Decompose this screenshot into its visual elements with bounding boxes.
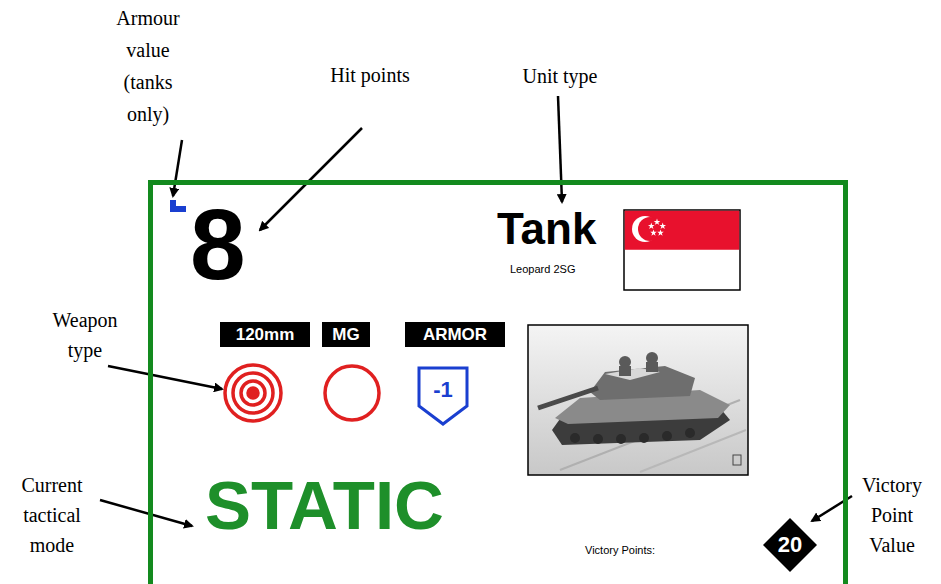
weapon-tag-text: ARMOR bbox=[405, 322, 505, 347]
armour-mark bbox=[170, 200, 186, 212]
callout-hit-points: Hit points bbox=[330, 60, 410, 90]
callout-tactical-mode: Current tactical mode bbox=[2, 470, 102, 560]
shield-shape bbox=[419, 368, 467, 424]
callout-unit-type: Unit type bbox=[500, 62, 620, 90]
callout-weapon-type: Weapon type bbox=[40, 305, 130, 365]
cannon-target-symbol bbox=[225, 365, 281, 421]
diamond-shape bbox=[763, 518, 817, 572]
armor-shield-span: -1 bbox=[433, 379, 453, 401]
armor-shield: -1 bbox=[416, 365, 470, 427]
victory-points-caption: Victory Points: bbox=[585, 545, 655, 556]
tank-photo bbox=[528, 325, 748, 475]
weapon-tag: ARMOR bbox=[405, 322, 505, 347]
weapon-tag-span: ARMOR bbox=[423, 326, 487, 343]
callout-victory-points: Victory Point Value bbox=[846, 470, 938, 560]
unit-model: Leopard 2SG bbox=[510, 264, 575, 275]
weapon-tag-text: MG bbox=[322, 322, 370, 347]
tactical-mode: STATIC bbox=[205, 471, 444, 540]
hit-points-value: 8 bbox=[190, 194, 246, 294]
weapon-tag-span: 120mm bbox=[236, 326, 295, 343]
weapon-tag: MG bbox=[322, 322, 370, 347]
callout-armour: Armour value (tanks only) bbox=[110, 2, 186, 130]
victory-diamond-span: 20 bbox=[778, 534, 802, 556]
unit-type: Tank bbox=[497, 207, 596, 251]
weapon-tag-span: MG bbox=[332, 326, 359, 343]
mg-symbol bbox=[325, 366, 379, 420]
weapon-tag-text: 120mm bbox=[220, 322, 310, 347]
armor-shield-text: -1 bbox=[416, 365, 470, 427]
unit-card: 8 TankLeopard 2SG STATIC Victory Points: 120… bbox=[148, 180, 848, 584]
victory-diamond: 20 bbox=[763, 518, 817, 572]
singapore-flag bbox=[624, 210, 740, 290]
victory-diamond-text: 20 bbox=[763, 518, 817, 572]
weapon-tag: 120mm bbox=[220, 322, 310, 347]
leader-arrows bbox=[100, 96, 852, 526]
